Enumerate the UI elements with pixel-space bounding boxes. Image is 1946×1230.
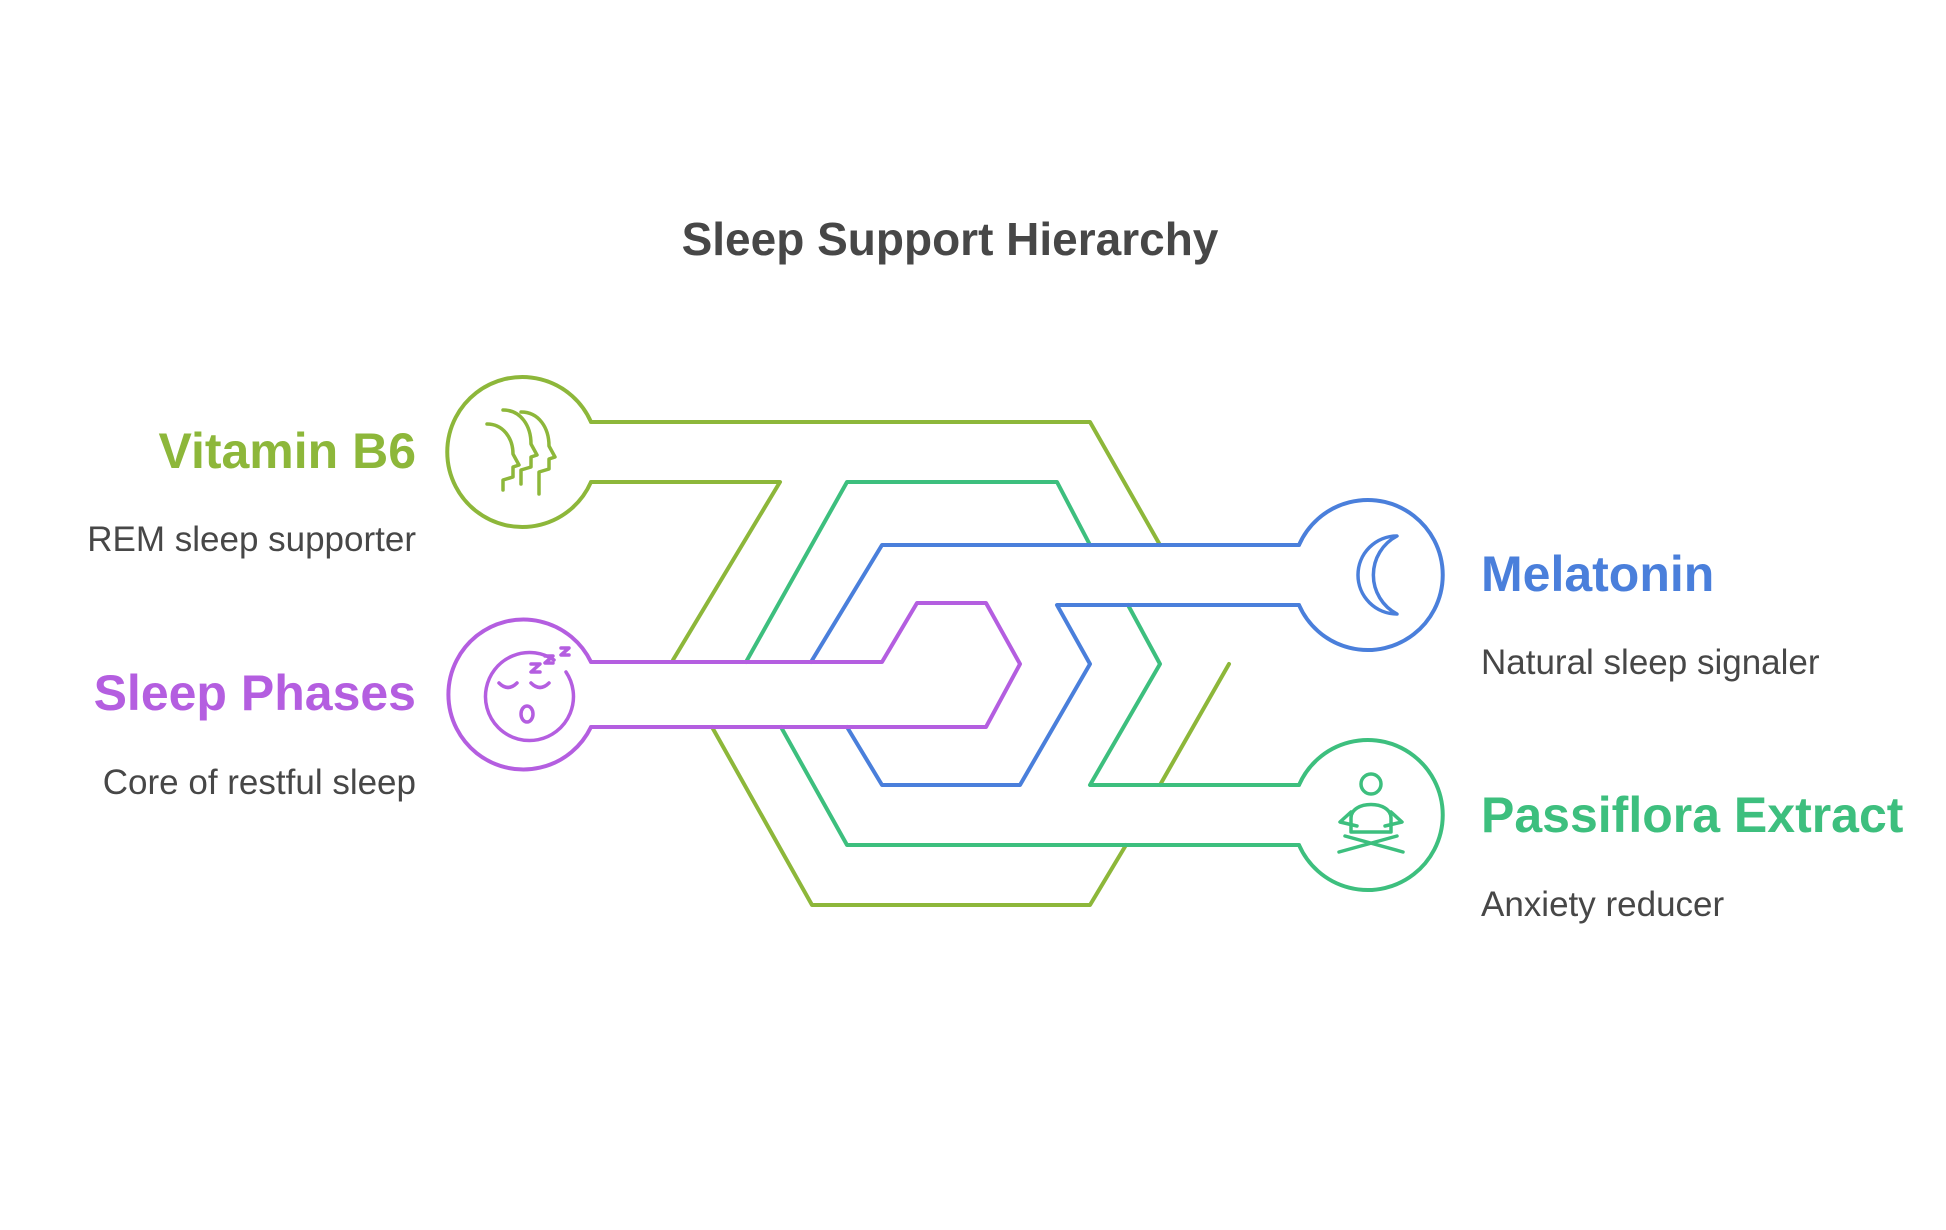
sleep-phases-label: Sleep Phases	[93, 665, 416, 721]
vitamin-b6-band	[589, 420, 1231, 907]
faces-icon	[485, 408, 557, 496]
melatonin-label: Melatonin	[1481, 546, 1715, 602]
melatonin-band	[809, 543, 1301, 787]
passiflora-label: Passiflora Extract	[1481, 787, 1904, 843]
vitamin-b6-description: REM sleep supporter	[87, 520, 416, 559]
page-title: Sleep Support Hierarchy	[681, 213, 1219, 265]
melatonin-node	[1297, 498, 1445, 652]
moon-icon	[1356, 534, 1399, 616]
passiflora-node	[1297, 738, 1445, 892]
passiflora-band	[744, 480, 1301, 847]
meditation-icon	[1337, 772, 1405, 854]
passiflora-description: Anxiety reducer	[1481, 885, 1725, 924]
sleep-phases-description: Core of restful sleep	[102, 763, 416, 802]
sleep-phases-node	[446, 617, 593, 772]
sleeping-face-icon	[483, 646, 576, 743]
melatonin-description: Natural sleep signaler	[1481, 643, 1820, 682]
sleep-phases-band	[589, 601, 1022, 729]
vitamin-b6-label: Vitamin B6	[158, 423, 417, 479]
vitamin-b6-node	[445, 375, 593, 529]
